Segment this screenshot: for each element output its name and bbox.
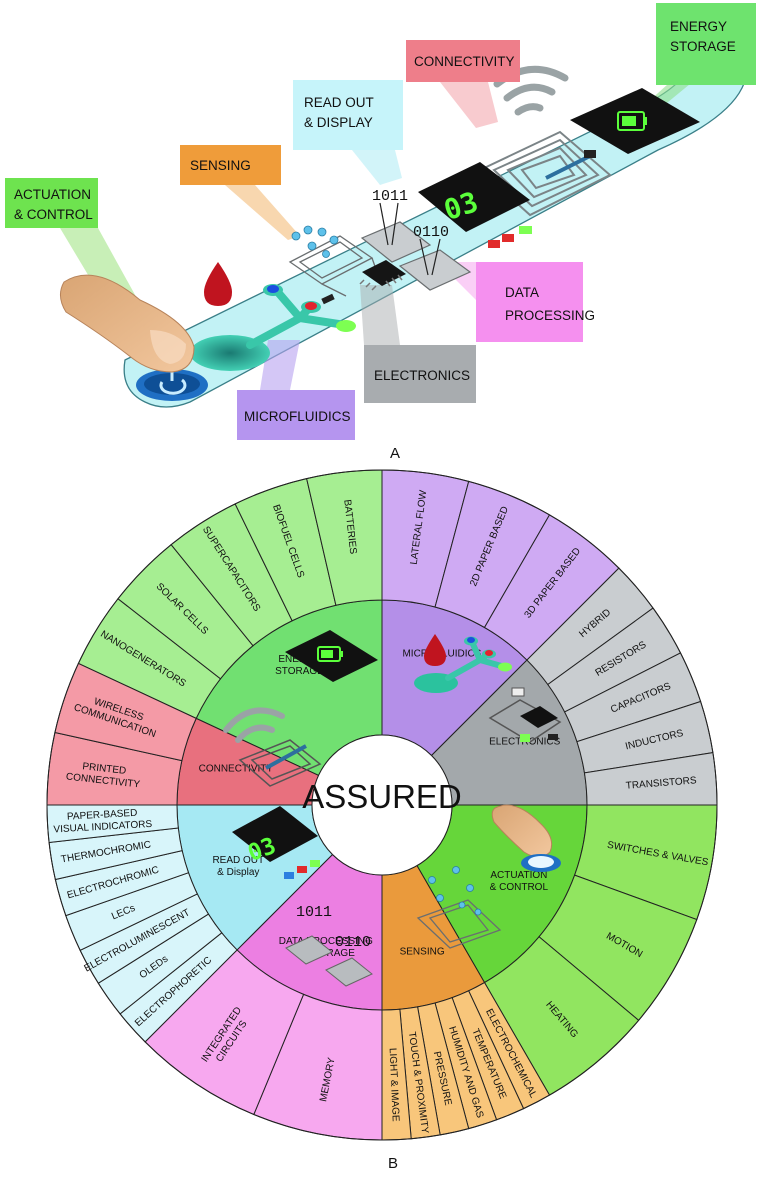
- microfluidics-label: MICROFLUIDICS: [244, 409, 351, 424]
- connectivity-label-box: [406, 40, 520, 82]
- red-indicator: [502, 234, 514, 242]
- sensor-droplets: [291, 225, 339, 258]
- red-indicator: [488, 240, 500, 248]
- energy-label-line1: ENERGY: [670, 19, 727, 34]
- wheel-outer-ring: [46, 469, 718, 1141]
- microfluidics-label-box: [237, 390, 355, 440]
- connectivity-category-label: CONNECTIVITY: [199, 763, 274, 774]
- blood-drop-icon: [424, 634, 446, 666]
- ic-chip: [321, 260, 406, 305]
- wheel-category-icons: 1011 0110 03: [223, 630, 562, 987]
- sensing-wheel-icon: [416, 866, 502, 949]
- wheel-binary-1011: 1011: [296, 904, 332, 921]
- actuation-label-line1: ACTUATION: [14, 187, 91, 202]
- actuation-category-label: ACTUATION& CONTROL: [490, 870, 549, 893]
- wheel-binary-0110: 0110: [335, 934, 371, 951]
- electronics-wheel-icon: [488, 687, 562, 743]
- microfluidic-channels: [190, 284, 356, 371]
- readout-category-label: READ OUT& Display: [212, 855, 264, 878]
- wheel-center-label: ASSURED: [302, 778, 462, 815]
- battery-icon: [570, 88, 700, 154]
- actuation-wheel-icon: [491, 804, 561, 872]
- electronics-label-box: [364, 345, 476, 403]
- power-button-icon: [136, 369, 208, 401]
- connectivity-beam: [440, 82, 498, 128]
- electronics-beam: [360, 285, 400, 345]
- sensor-electrodes: [288, 235, 379, 297]
- blood-drop-icon: [204, 262, 232, 306]
- readout-beam: [352, 150, 402, 185]
- readout-label-line1: READ OUT: [304, 95, 374, 110]
- connectivity-wheel-icon: [223, 707, 322, 787]
- readout-label-box: [293, 80, 403, 150]
- panel-a: 03 1011 0110: [5, 3, 756, 462]
- actuation-label-box: [5, 178, 98, 228]
- memory-cells: [360, 221, 472, 291]
- microfluidics-wheel-icon: [414, 634, 512, 693]
- sensing-item-label: LIGHT & IMAGE: [387, 1048, 401, 1122]
- sensing-label: SENSING: [190, 158, 251, 173]
- binary-0110: 0110: [413, 224, 449, 241]
- data-label-box: [476, 262, 583, 342]
- data-wheel-icon: 1011 0110: [285, 904, 373, 987]
- microfluidics-beam: [260, 340, 300, 390]
- wheel-center: [311, 734, 453, 876]
- sensing-category-label: SENSING: [400, 947, 445, 958]
- electronics-label: ELECTRONICS: [374, 368, 470, 383]
- actuation-label-line2: & CONTROL: [14, 207, 93, 222]
- panel-a-letter: A: [390, 445, 400, 462]
- readout-label-line2: & DISPLAY: [304, 115, 373, 130]
- data-label-line1: DATA: [505, 285, 539, 300]
- panel-b-letter: B: [388, 1155, 398, 1172]
- energy-label-line2: STORAGE: [670, 39, 736, 54]
- connectivity-label: CONNECTIVITY: [414, 54, 515, 69]
- sensing-beam: [225, 185, 300, 240]
- binary-pointers: [379, 202, 441, 276]
- sensing-label-box: [180, 145, 281, 185]
- digital-display: 03: [418, 162, 532, 248]
- green-indicator: [519, 226, 532, 234]
- energy-label-box: [656, 3, 756, 85]
- data-label-line2: PROCESSING: [505, 308, 595, 323]
- binary-1011: 1011: [372, 188, 408, 205]
- energy-battery-icon: [285, 630, 378, 682]
